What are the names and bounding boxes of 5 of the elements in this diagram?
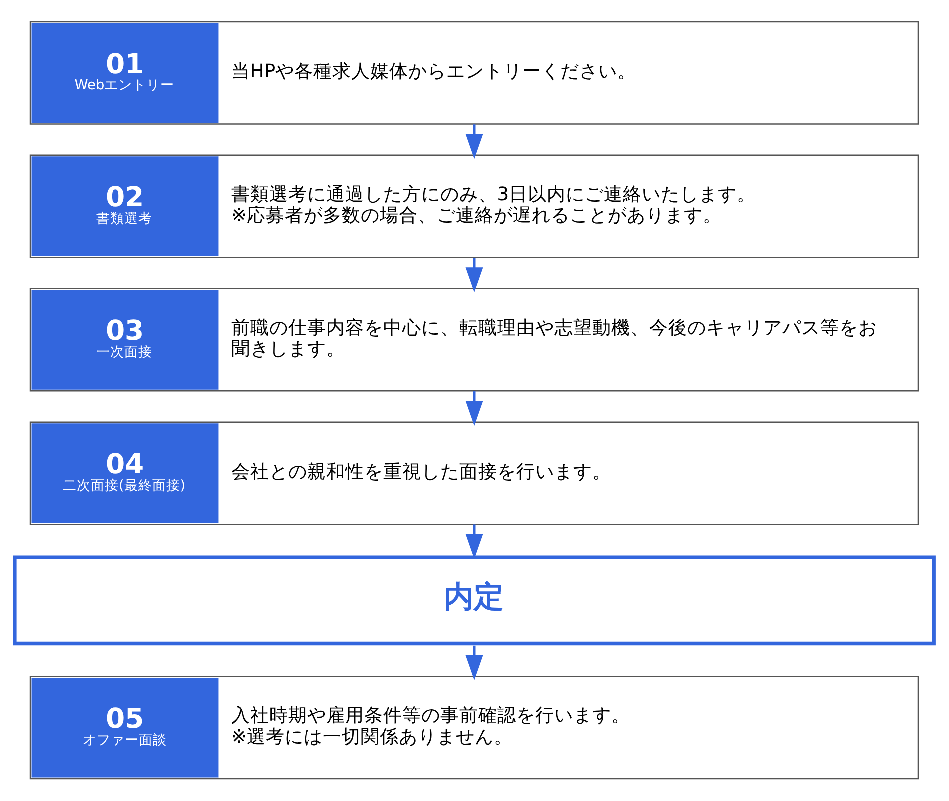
node-box: 内定 <box>13 556 936 646</box>
arrow <box>466 646 484 680</box>
arrow <box>466 124 484 160</box>
arrow <box>466 392 484 426</box>
arrow <box>466 258 484 293</box>
